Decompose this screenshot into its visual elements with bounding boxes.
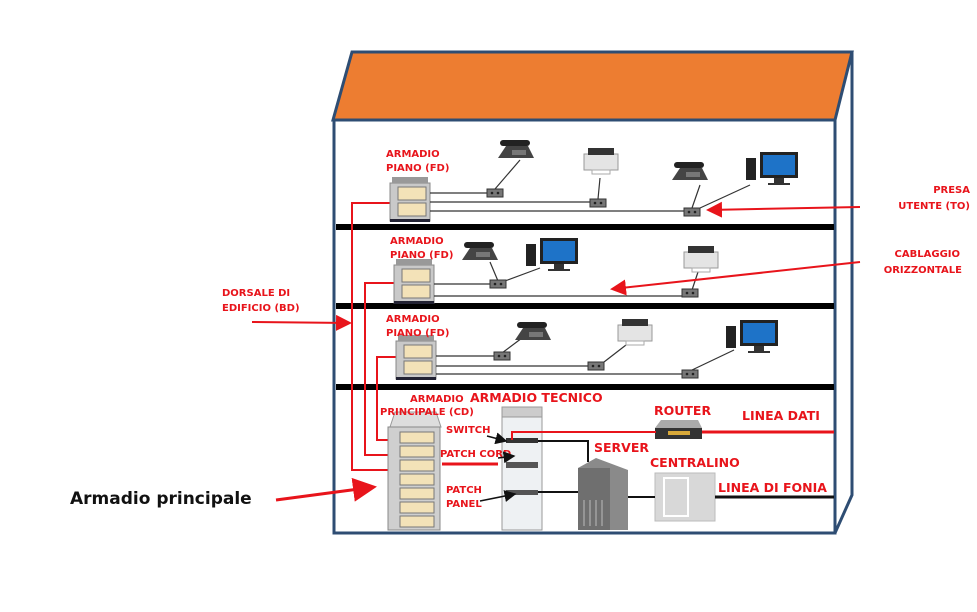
roof xyxy=(331,50,854,122)
main-cabinet xyxy=(387,411,442,531)
outlet-icon xyxy=(589,198,607,208)
backbone-cables xyxy=(351,202,396,471)
main-cabinet-arrow xyxy=(275,477,377,502)
floor-cabinet-label: PIANO (FD) xyxy=(386,163,449,174)
floor-cabinet-label: PIANO (FD) xyxy=(390,250,453,261)
server-label: SERVER xyxy=(594,440,649,455)
horizontal-callout: ORIZZONTALE xyxy=(884,265,962,276)
outlet-icon xyxy=(493,351,511,361)
ground-cables xyxy=(511,430,834,499)
outlet-callout: PRESA xyxy=(933,185,970,196)
floor-cabinet-label: PIANO (FD) xyxy=(386,328,449,339)
patch-cord-pointer xyxy=(497,451,516,464)
switch-label: SWITCH xyxy=(446,425,490,436)
technical-rack xyxy=(501,406,543,531)
backbone-arrow xyxy=(251,314,352,331)
floor-cabinet-label: ARMADIO xyxy=(386,314,440,325)
printer-icon xyxy=(683,245,719,273)
tech-cabinet-label: ARMADIO TECNICO xyxy=(470,390,603,405)
router-label: ROUTER xyxy=(654,403,711,418)
outlet-icon xyxy=(681,288,699,298)
patch-panel-label: PATCH xyxy=(446,485,482,496)
outlet-arrow xyxy=(706,201,861,218)
outlet-icon xyxy=(486,188,504,198)
router-icon xyxy=(655,420,702,439)
patch-panel-label: PANEL xyxy=(446,499,482,510)
outlet-icon xyxy=(587,361,605,371)
outlet-icon xyxy=(681,369,699,379)
horizontal-cables xyxy=(436,337,735,375)
pbx-icon xyxy=(654,472,716,522)
outlet-icon xyxy=(489,279,507,289)
building-side xyxy=(833,52,854,534)
server-icon xyxy=(578,458,628,530)
floor-cabinet xyxy=(393,258,435,305)
pbx-label: CENTRALINO xyxy=(650,455,740,470)
floor-cabinet-label: ARMADIO xyxy=(386,149,440,160)
backbone-callout: EDIFICIO (BD) xyxy=(222,303,300,314)
floor-cabinet xyxy=(395,334,437,381)
printer-icon xyxy=(583,147,619,175)
main-cabinet-label: ARMADIO xyxy=(410,394,464,405)
outlet-callout: UTENTE (TO) xyxy=(898,201,970,212)
main-cabinet-callout: Armadio principale xyxy=(70,489,252,509)
data-line-label: LINEA DATI xyxy=(742,408,820,423)
floor-cabinet xyxy=(389,176,431,223)
switch-pointer xyxy=(486,432,508,445)
patch-panel-pointer xyxy=(479,490,517,502)
outlet-icon xyxy=(683,207,701,217)
horizontal-callout: CABLAGGIO xyxy=(895,249,960,260)
backbone-callout: DORSALE DI xyxy=(222,288,290,299)
patch-cord-label: PATCH CORD xyxy=(440,449,511,460)
horizontal-cables xyxy=(434,261,699,297)
floor-cabinet-label: ARMADIO xyxy=(390,236,444,247)
horizontal-arrow xyxy=(610,261,861,296)
printer-icon xyxy=(617,318,653,346)
phone-line-label: LINEA DI FONIA xyxy=(718,480,827,495)
main-cabinet-label: PRINCIPALE (CD) xyxy=(380,407,474,418)
